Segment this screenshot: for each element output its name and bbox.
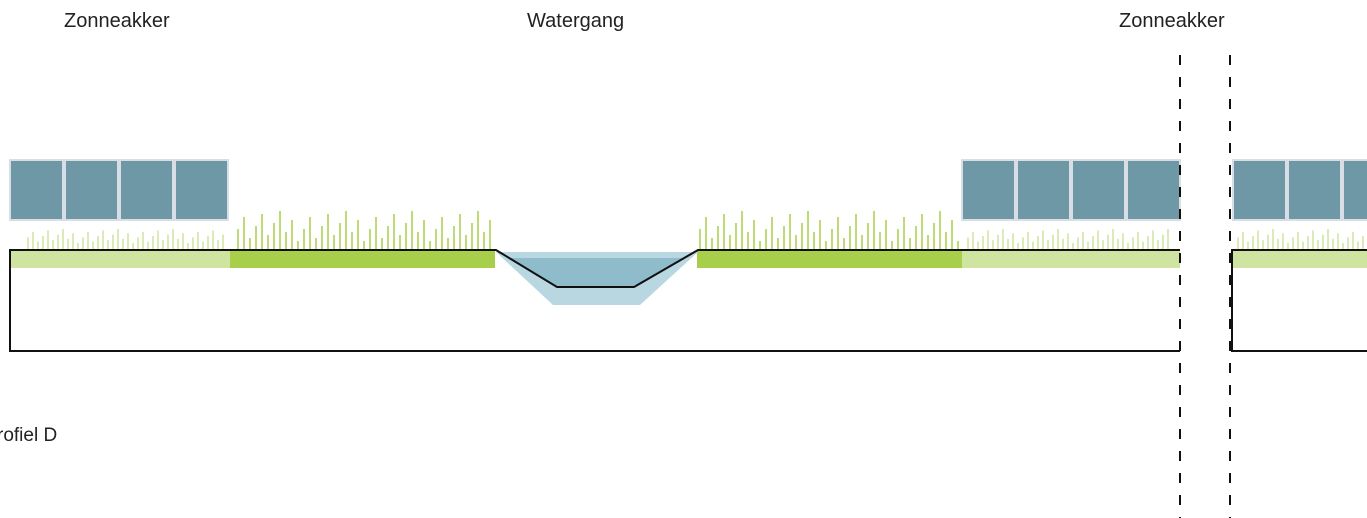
section-label-middle: Watergang — [527, 10, 625, 32]
section-label-left: Zonneakker — [64, 10, 170, 32]
grass-strip-left — [230, 250, 495, 268]
solar-panel — [1071, 159, 1126, 221]
ground-outline-left — [9, 249, 1180, 352]
solar-panel — [1126, 159, 1181, 221]
solar-panel — [64, 159, 119, 221]
grass-strip-left-light — [10, 250, 235, 268]
grass-blades-light — [27, 229, 1364, 249]
solar-panel — [119, 159, 174, 221]
profile-label: rofiel D — [0, 425, 58, 446]
solar-panel — [961, 159, 1016, 221]
solar-panel — [1232, 159, 1287, 221]
solar-panel — [1016, 159, 1071, 221]
ground-outline-right — [1231, 249, 1367, 352]
grass-strip-right-light — [962, 250, 1180, 268]
grass-strip-far-right — [1232, 250, 1367, 268]
grass-strip-right — [697, 250, 965, 268]
section-label-right: Zonneakker — [1119, 10, 1225, 32]
grass-blades — [237, 211, 959, 249]
solar-panels — [9, 159, 1367, 221]
solar-panel — [1342, 159, 1367, 221]
solar-panel — [1287, 159, 1342, 221]
solar-panel — [9, 159, 64, 221]
ditch-water — [508, 258, 686, 287]
solar-panel — [174, 159, 229, 221]
